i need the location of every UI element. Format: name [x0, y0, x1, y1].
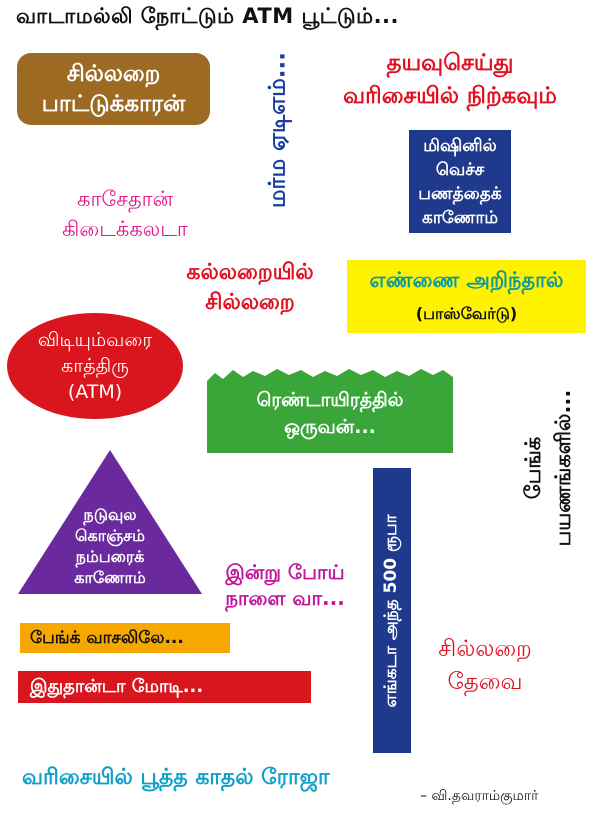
red-caption-bar: இதுதான்டா மோடி...	[18, 671, 311, 703]
navy-box-line-4: காணோம்	[421, 207, 499, 228]
red-mid-caption: கல்லறையில் சில்லறை	[170, 258, 330, 318]
yellow-box-line-1: எண்ணை அறிந்தால்	[369, 268, 564, 292]
vertical-blue-caption: மர்ம ஏடிஎம்...	[255, 52, 303, 208]
green-line-1: ரெண்டாயிரத்தில்	[256, 389, 404, 411]
triangle-line-1: நடுவுல	[83, 505, 137, 524]
vertical-black-line-2: பயணங்களில்...	[551, 389, 575, 547]
red-bottom-line-2: தேவை	[447, 669, 523, 695]
navy-caption-box: மிஷினில் வெச்ச பணத்தைக் காணோம்	[409, 130, 511, 233]
triangle-line-3: நம்பரைக்	[75, 547, 145, 566]
brown-caption-box: சில்லறை பாட்டுக்காரன்	[17, 53, 210, 125]
vertical-black-line-1: பேங்க்	[521, 436, 545, 500]
magenta-caption: இன்று போய் நாளை வா...	[200, 559, 370, 611]
vertical-black-caption: பேங்க் பயணங்களில்...	[510, 338, 586, 598]
purple-triangle-caption: நடுவுல கொஞ்சம் நம்பரைக் காணோம்	[18, 450, 202, 594]
red-oval-caption: விடியும்வரை காத்திரு (ATM)	[7, 313, 183, 419]
blue-bottom-caption: வரிசையில் பூத்த காதல் ரோஜா	[22, 765, 330, 790]
vertical-navy-text: எங்கடா அந்த 500 ரூபா	[381, 513, 401, 708]
red-right-line-2: வரிசையில் நிற்கவும்	[343, 83, 557, 109]
navy-box-line-3: பணத்தைக்	[418, 183, 502, 204]
pink-line-2: கிடைக்கலடா	[62, 217, 188, 241]
red-oval-line-2: காத்திரு	[61, 355, 129, 377]
green-torn-shape	[207, 369, 453, 453]
pink-caption: காசேதான் கிடைக்கலடா	[40, 184, 210, 244]
brown-box-line-2: பாட்டுக்காரன்	[41, 91, 186, 117]
pink-line-1: காசேதான்	[77, 187, 173, 211]
red-bottom-caption: சில்லறை தேவை	[420, 633, 550, 699]
page-title: வாடாமல்லி நோட்டும் ATM பூட்டும்...	[16, 4, 400, 28]
vertical-black-text: பேங்க் பயணங்களில்...	[518, 390, 578, 547]
red-mid-line-1: கல்லறையில்	[186, 260, 314, 285]
yellow-caption-box: எண்ணை அறிந்தால் (பாஸ்வேர்டு)	[347, 260, 586, 333]
red-oval-line-3: (ATM)	[67, 381, 123, 403]
vertical-blue-text: மர்ம ஏடிஎம்...	[264, 52, 291, 208]
magenta-line-2: நாளை வா...	[225, 586, 345, 610]
red-right-caption: தயவுசெய்து வரிசையில் நிற்கவும்	[315, 47, 585, 113]
red-oval-line-1: விடியும்வரை	[37, 329, 153, 351]
yellow-box-line-2: (பாஸ்வேர்டு)	[415, 304, 518, 323]
magenta-line-1: இன்று போய்	[225, 560, 345, 584]
brown-box-line-1: சில்லறை	[66, 61, 161, 87]
red-mid-line-2: சில்லறை	[205, 290, 295, 315]
purple-triangle-shape	[18, 450, 202, 594]
author-signature: – வி.தவராம்குமார்	[420, 788, 539, 804]
green-torn-caption: ரெண்டாயிரத்தில் ஒருவன்...	[207, 367, 453, 453]
red-bottom-line-1: சில்லறை	[438, 636, 532, 662]
vertical-navy-caption: எங்கடா அந்த 500 ரூபா	[373, 468, 411, 753]
orange-caption-bar: பேங்க் வாசலிலே...	[20, 623, 230, 653]
triangle-line-2: கொஞ்சம்	[75, 526, 145, 545]
red-right-line-1: தயவுசெய்து	[386, 50, 514, 76]
navy-box-line-2: வெச்ச	[435, 159, 485, 180]
triangle-line-4: காணோம்	[74, 568, 146, 587]
green-line-2: ஒருவன்...	[284, 416, 376, 438]
navy-box-line-1: மிஷினில்	[423, 135, 497, 156]
